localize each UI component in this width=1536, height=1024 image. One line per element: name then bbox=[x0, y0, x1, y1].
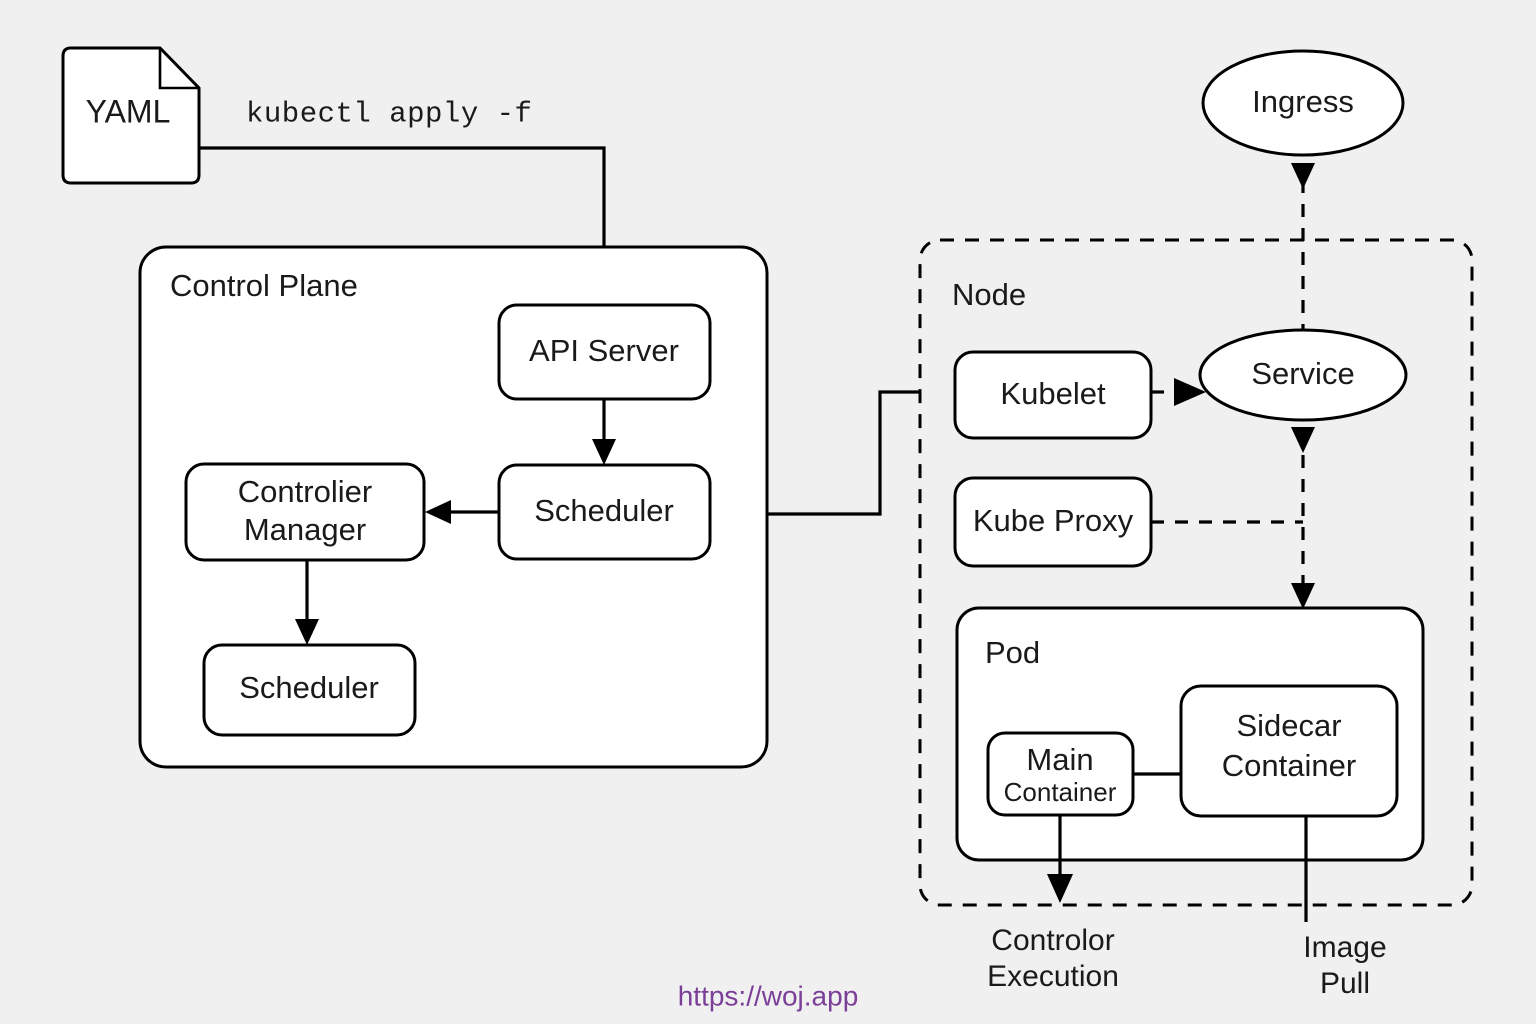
controller-manager-node[interactable] bbox=[184, 462, 426, 562]
arrowhead-up bbox=[1291, 163, 1315, 189]
scheduler-bottom-label: Scheduler bbox=[239, 670, 379, 705]
ingress-label: Ingress bbox=[1252, 84, 1354, 119]
arrowhead-down bbox=[1291, 583, 1315, 609]
edge-kubelet-to-service bbox=[1151, 378, 1206, 406]
main-container-label-line2: Container bbox=[1004, 777, 1117, 807]
image-pull-label-line2: Pull bbox=[1320, 967, 1370, 1000]
scheduler-right-label: Scheduler bbox=[534, 493, 674, 528]
controller-execution-label-line1: Controlor bbox=[991, 924, 1114, 957]
edge-main-container-to-controller-execution bbox=[1047, 815, 1073, 903]
arrowhead-right bbox=[1174, 378, 1206, 406]
sidecar-container-label-line1: Sidecar bbox=[1236, 708, 1341, 743]
kubelet-node[interactable] bbox=[953, 350, 1153, 440]
sidecar-container-label-line2: Container bbox=[1222, 748, 1356, 783]
kube-proxy-label: Kube Proxy bbox=[973, 503, 1134, 538]
edge-controller-manager-to-scheduler bbox=[295, 560, 319, 645]
kubelet-label: Kubelet bbox=[1000, 376, 1106, 411]
yaml-document-icon bbox=[61, 46, 201, 185]
node-group-label: Node bbox=[952, 277, 1026, 312]
arrowhead-down bbox=[295, 619, 319, 645]
ingress-node[interactable] bbox=[1201, 49, 1405, 157]
edge-scheduler-to-controller-manager bbox=[425, 500, 499, 524]
controller-manager-label-line1: Controlier bbox=[238, 474, 372, 509]
controller-manager-label-line2: Manager bbox=[244, 512, 366, 547]
service-node[interactable] bbox=[1198, 328, 1408, 422]
pod-group-label: Pod bbox=[985, 635, 1040, 670]
api-server-label: API Server bbox=[529, 333, 679, 368]
edge-api-server-to-scheduler bbox=[592, 399, 616, 465]
yaml-label: YAML bbox=[86, 93, 171, 129]
arrowhead-down bbox=[1047, 874, 1073, 903]
sidecar-container-node[interactable] bbox=[1179, 684, 1399, 818]
arrowhead-down bbox=[592, 439, 616, 465]
kubectl-command-label: kubectl apply -f bbox=[246, 98, 532, 131]
image-pull-label-line1: Image bbox=[1303, 931, 1386, 964]
arrowhead-left bbox=[425, 500, 451, 524]
main-container-label-line1: Main bbox=[1026, 742, 1093, 777]
arrowhead-up bbox=[1291, 427, 1315, 453]
scheduler-bottom-node[interactable] bbox=[202, 643, 417, 737]
service-label: Service bbox=[1251, 356, 1354, 391]
control-plane-label: Control Plane bbox=[170, 268, 358, 303]
edge-control-plane-to-node bbox=[767, 390, 955, 516]
watermark-url: https://woj.app bbox=[678, 980, 859, 1011]
controller-execution-label-line2: Execution bbox=[987, 960, 1119, 993]
edge-service-vertical-bus bbox=[1291, 163, 1315, 609]
